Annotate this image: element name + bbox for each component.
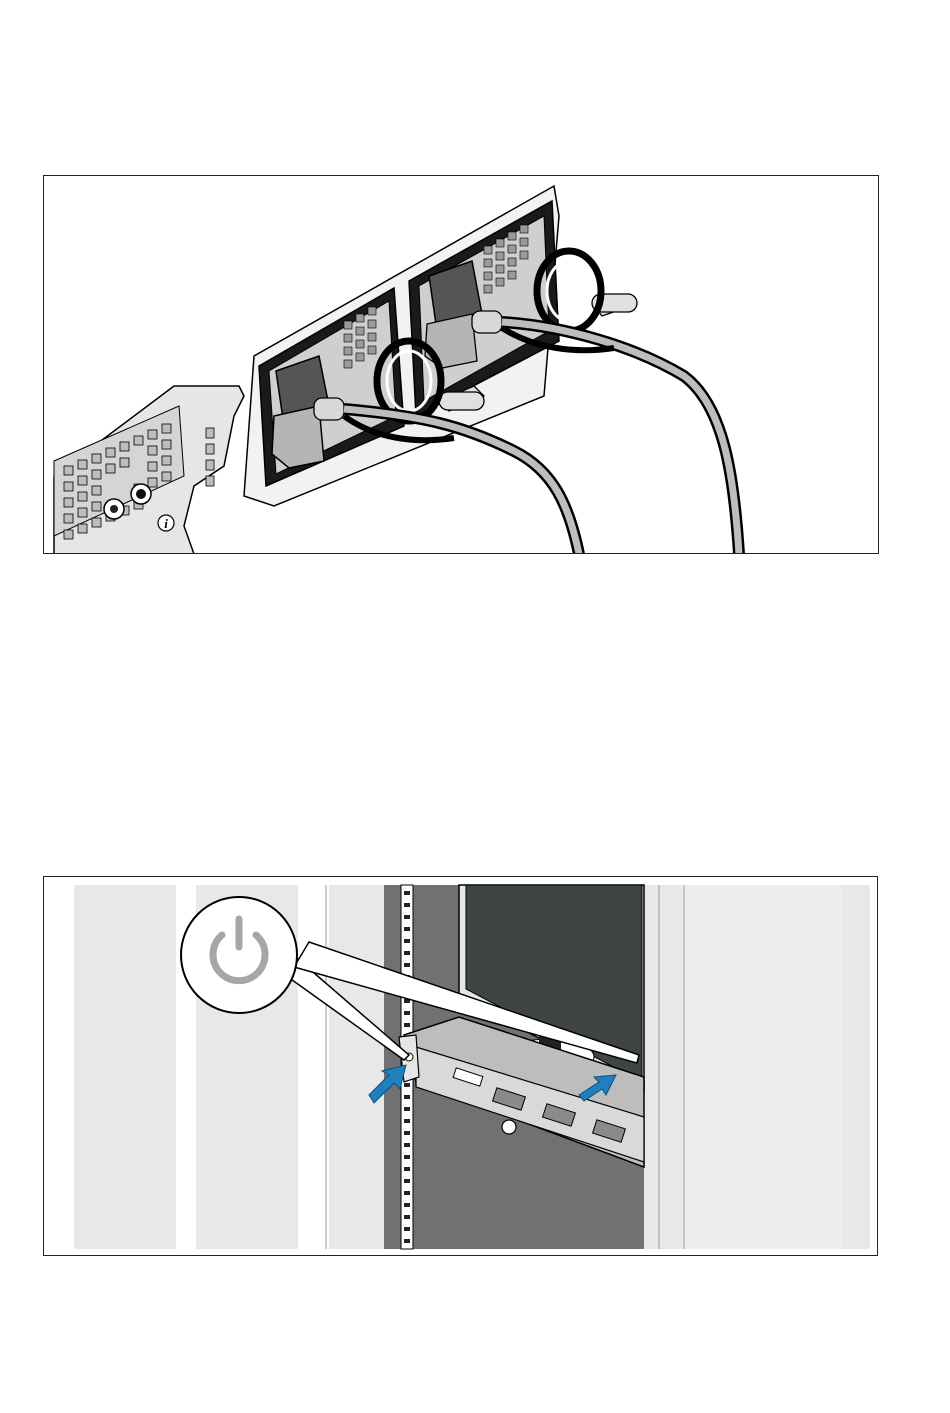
power-on-illustration <box>44 877 878 1256</box>
power-cable-illustration: i <box>44 176 879 554</box>
power-cable-figure: i <box>43 175 879 554</box>
power-on-figure <box>43 876 878 1256</box>
chassis-side-panel: i <box>54 386 244 554</box>
info-icon: i <box>158 515 174 531</box>
svg-text:i: i <box>164 516 168 531</box>
